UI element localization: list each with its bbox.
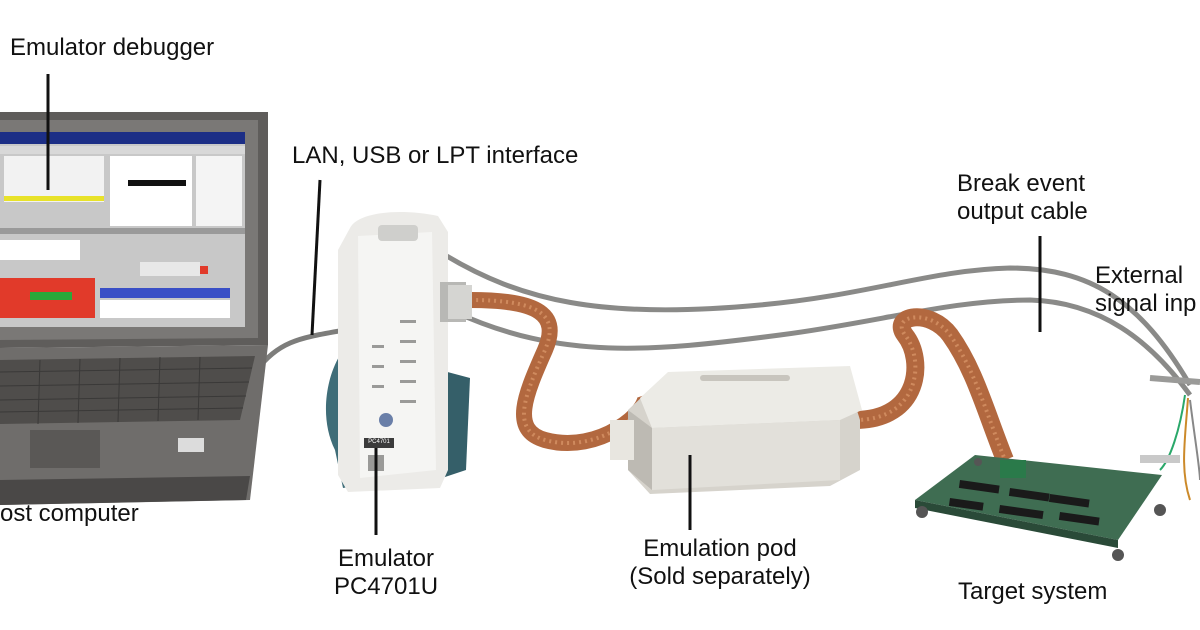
pointer-lines	[46, 74, 1042, 535]
label-host-computer: ost computer	[0, 500, 139, 527]
target-board-icon	[915, 455, 1166, 561]
laptop-icon	[0, 112, 268, 505]
gray-signal-cables	[443, 252, 1200, 397]
label-external-signal: External signal inp	[1095, 262, 1196, 318]
label-pod-line2: (Sold separately)	[629, 563, 811, 590]
label-break-event-line1: Break event	[957, 170, 1086, 197]
label-emulator-line1: Emulator	[337, 545, 435, 572]
label-emulator-line2: PC4701U	[333, 573, 439, 600]
label-emulator-debugger: Emulator debugger	[10, 34, 215, 61]
label-pod-line1: Emulation pod	[643, 535, 797, 562]
label-target-system: Target system	[958, 578, 1108, 605]
label-emulation-pod: Emulation pod (Sold separately)	[610, 535, 830, 591]
emulation-pod-icon	[610, 366, 862, 494]
label-break-event-line2: output cable	[957, 198, 1088, 225]
label-emulator: Emulator PC4701U	[328, 545, 444, 601]
label-break-event: Break event output cable	[957, 170, 1088, 226]
device-badge: PC4701	[368, 439, 390, 445]
laptop-to-emulator-cable	[253, 327, 346, 374]
emulator-unit-icon	[325, 212, 472, 492]
label-external-line1: External	[1095, 262, 1184, 289]
label-external-line2: signal inp	[1095, 290, 1197, 317]
label-interface: LAN, USB or LPT interface	[292, 142, 579, 169]
